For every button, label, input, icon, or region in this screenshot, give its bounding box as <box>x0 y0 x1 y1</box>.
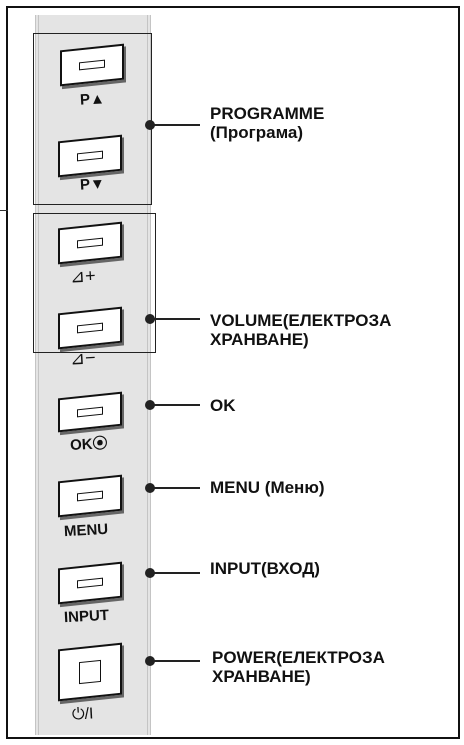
ok-label: OK⦿ <box>69 435 108 454</box>
programme-up-label: P▲ <box>79 90 106 109</box>
power-callout-line <box>150 660 200 662</box>
volume-up-button[interactable] <box>58 221 122 265</box>
volume-up-label: ⊿+ <box>69 265 97 287</box>
menu-callout-label: MENU (Меню) <box>210 478 325 497</box>
menu-callout-line <box>150 487 200 489</box>
programme-callout-label: PROGRAMME (Програма) <box>210 104 324 142</box>
button-slot <box>77 577 103 589</box>
power-button[interactable] <box>58 642 122 702</box>
button-slot <box>77 490 103 502</box>
strip-left-edge <box>35 15 39 735</box>
programme-button-group <box>33 33 152 205</box>
volume-down-button[interactable] <box>58 306 122 350</box>
frame-edge-mark <box>0 210 8 211</box>
input-callout-label: INPUT(ВХОД) <box>210 559 320 578</box>
programme-label-line1: PROGRAMME <box>210 104 325 123</box>
volume-label-line2: ХРАНВАНЕ) <box>210 330 309 349</box>
button-slot <box>77 237 103 249</box>
programme-label-line2: (Програма) <box>210 123 304 142</box>
programme-up-button[interactable] <box>60 43 124 87</box>
button-slot <box>79 59 105 71</box>
button-slot <box>77 406 103 418</box>
input-label: INPUT <box>63 606 110 627</box>
input-button[interactable] <box>58 561 122 605</box>
power-label-line1: POWER(ЕЛЕКТРОЗА <box>212 648 385 667</box>
programme-down-label: P▼ <box>79 175 106 194</box>
button-slot <box>77 150 103 162</box>
menu-label: MENU <box>63 520 109 541</box>
programme-down-button[interactable] <box>58 134 122 178</box>
programme-callout-line <box>150 124 200 126</box>
power-button-square <box>79 659 101 685</box>
volume-callout-line <box>150 318 200 320</box>
control-panel-strip <box>35 15 151 735</box>
power-callout-label: POWER(ЕЛЕКТРОЗА ХРАНВАНЕ) <box>212 648 385 686</box>
volume-button-group <box>33 213 156 353</box>
ok-button[interactable] <box>58 391 122 433</box>
power-label: ⏻/I <box>71 705 94 724</box>
ok-callout-line <box>150 404 200 406</box>
input-callout-line <box>150 572 200 574</box>
strip-right-edge <box>147 15 151 735</box>
power-label-line2: ХРАНВАНЕ) <box>212 667 311 686</box>
volume-down-label: ⊿− <box>69 347 97 369</box>
button-slot <box>77 322 103 334</box>
volume-callout-label: VOLUME(ЕЛЕКТРОЗА ХРАНВАНЕ) <box>210 311 391 349</box>
ok-callout-label: OK <box>210 396 236 415</box>
volume-label-line1: VOLUME(ЕЛЕКТРОЗА <box>210 311 392 330</box>
menu-button[interactable] <box>58 474 122 518</box>
